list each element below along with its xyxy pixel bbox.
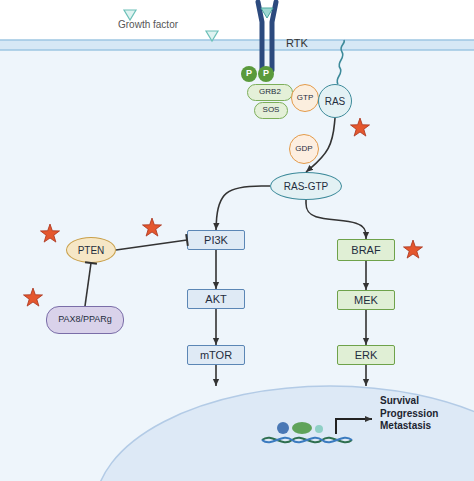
inhibition-connector [85, 263, 91, 306]
nucleotide-circle: GDP [289, 134, 319, 164]
node-label: MEK [354, 294, 378, 306]
activation-arrow [216, 186, 270, 230]
pathway-box: MEK [337, 290, 395, 310]
activation-arrow [365, 310, 367, 345]
node-label: RAS [325, 96, 346, 107]
node-label: AKT [205, 293, 226, 305]
node-label: PAX8/PPARg [58, 315, 112, 325]
outcome-text: Survival Progression Metastasis [380, 395, 452, 433]
node-label: GTP [297, 94, 313, 103]
node-label: PI3K [204, 234, 228, 246]
node-label: GRB2 [259, 88, 281, 97]
pathway-box: mTOR [187, 345, 245, 365]
node-label: RAS-GTP [284, 181, 328, 192]
growth-factor-symbol [206, 31, 218, 41]
activation-arrow [306, 200, 366, 239]
nucleus-ellipse [95, 386, 474, 481]
ras-gtp-ellipse: RAS-GTP [270, 172, 342, 200]
node-label: PTEN [78, 245, 105, 256]
node-label: ERK [355, 349, 378, 361]
phospho-circle: P [241, 66, 257, 82]
pathway-box: BRAF [337, 239, 395, 261]
node-label: BRAF [351, 244, 380, 256]
nucleus: Survival Progression Metastasis [140, 386, 474, 481]
lipid-anchor [337, 40, 344, 84]
inhibition-connector [116, 240, 187, 250]
pathway-box: AKT [187, 289, 245, 309]
activation-arrow [365, 365, 367, 386]
phospho-circle: P [258, 66, 274, 82]
activation-arrow [365, 261, 367, 290]
node-label: GDP [295, 145, 312, 154]
nucleotide-circle: GTP [291, 84, 319, 112]
pathway-box: ERK [337, 345, 395, 365]
node-label: SOS [263, 106, 280, 115]
node-label: mTOR [200, 349, 232, 361]
activation-arrow [306, 118, 335, 172]
ras-circle: RAS [318, 84, 352, 118]
mutation-star [23, 118, 422, 306]
regulator-pill: PAX8/PPARg [46, 306, 124, 334]
activation-arrow [215, 250, 217, 289]
dna-symbol [262, 419, 372, 442]
membrane [0, 40, 474, 50]
growth-factor-symbol [124, 10, 136, 20]
pathway-box: PI3K [187, 230, 245, 250]
adaptor-pill: GRB2 [247, 84, 293, 101]
ligand-label: Growth factor [118, 19, 178, 30]
receptor-label: RTK [286, 37, 308, 49]
nucleus-outline [140, 386, 474, 481]
pten-ellipse: PTEN [66, 237, 116, 263]
adaptor-pill: SOS [254, 102, 288, 119]
node-label: P [263, 69, 269, 79]
membrane-line [0, 39, 474, 41]
activation-arrow [215, 309, 217, 345]
activation-arrow [215, 365, 217, 386]
receptor-symbol [258, 2, 276, 70]
node-label: P [246, 69, 252, 79]
membrane-line [0, 49, 474, 51]
